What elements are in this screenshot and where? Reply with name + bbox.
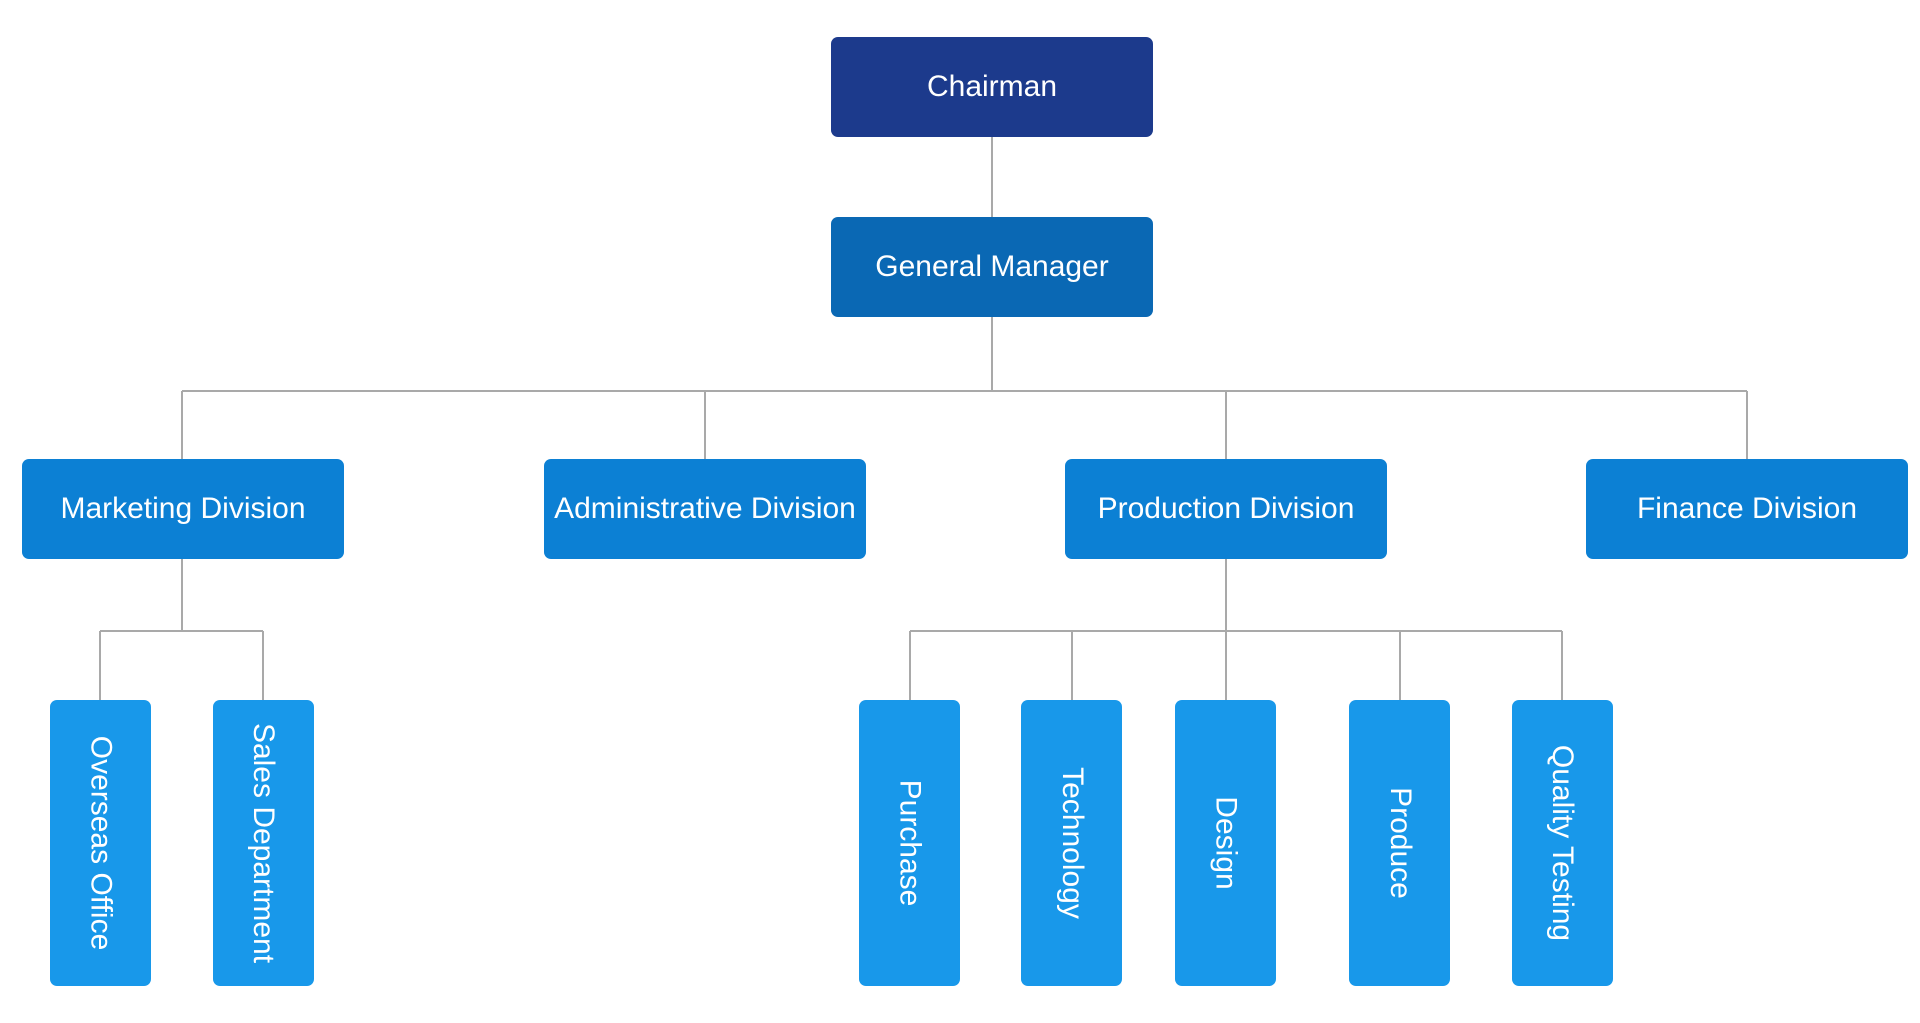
production-division-label: Production Division bbox=[1097, 492, 1355, 525]
marketing-division-label: Marketing Division bbox=[60, 492, 306, 525]
design-label: Design bbox=[1209, 796, 1243, 890]
finance-division-box: Finance Division bbox=[1586, 459, 1908, 559]
sales-department-box: Sales Department bbox=[213, 700, 314, 986]
quality-testing-label: Quality Testing bbox=[1546, 744, 1580, 942]
general-manager-box: General Manager bbox=[831, 217, 1153, 317]
design-box: Design bbox=[1175, 700, 1276, 986]
administrative-division-label: Administrative Division bbox=[554, 492, 856, 525]
marketing-division-box: Marketing Division bbox=[22, 459, 344, 559]
quality-testing-box: Quality Testing bbox=[1512, 700, 1613, 986]
sales-department-label: Sales Department bbox=[247, 722, 281, 964]
production-division-box: Production Division bbox=[1065, 459, 1387, 559]
overseas-office-label: Overseas Office bbox=[84, 735, 118, 951]
purchase-box: Purchase bbox=[859, 700, 960, 986]
purchase-label: Purchase bbox=[893, 779, 927, 907]
overseas-office-box: Overseas Office bbox=[50, 700, 151, 986]
technology-box: Technology bbox=[1021, 700, 1122, 986]
general-manager-label: General Manager bbox=[875, 250, 1109, 283]
chairman-box: Chairman bbox=[831, 37, 1153, 137]
administrative-division-box: Administrative Division bbox=[544, 459, 866, 559]
finance-division-label: Finance Division bbox=[1636, 492, 1858, 525]
chairman-label: Chairman bbox=[926, 70, 1058, 103]
technology-label: Technology bbox=[1055, 767, 1089, 919]
produce-label: Produce bbox=[1383, 787, 1417, 899]
produce-box: Produce bbox=[1349, 700, 1450, 986]
